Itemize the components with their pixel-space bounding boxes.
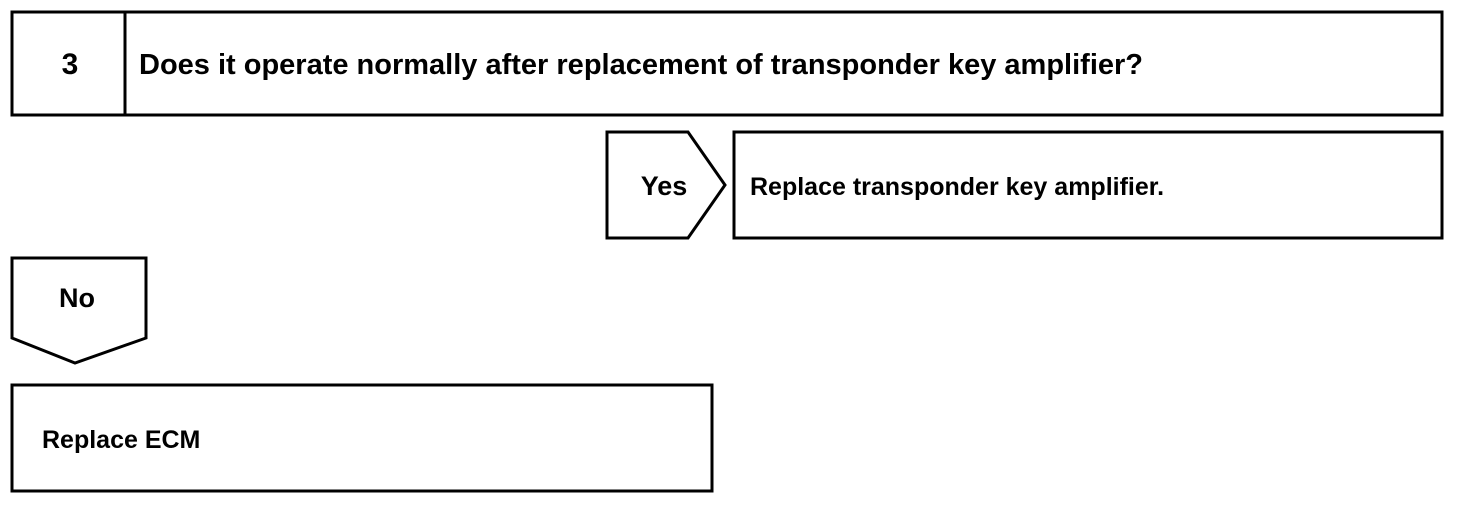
step-number: 3 bbox=[62, 48, 79, 81]
yes-arrow-tag bbox=[605, 130, 727, 240]
no-label: No bbox=[59, 283, 95, 313]
step-question-text: Does it operate normally after replaceme… bbox=[139, 49, 1143, 81]
yes-action-text: Replace transponder key amplifier. bbox=[750, 173, 1164, 201]
no-action-text: Replace ECM bbox=[42, 426, 200, 454]
step-question-box: 3 Does it operate normally after replace… bbox=[10, 10, 1444, 117]
no-action-box bbox=[10, 383, 714, 493]
no-arrow-tag bbox=[10, 256, 148, 365]
step-box-frame bbox=[10, 10, 1444, 117]
yes-branch: Yes Replace transponder key amplifier. bbox=[605, 130, 1444, 240]
yes-action-box bbox=[732, 130, 1444, 240]
no-branch: No Replace ECM bbox=[10, 256, 714, 493]
yes-label: Yes bbox=[641, 171, 688, 201]
